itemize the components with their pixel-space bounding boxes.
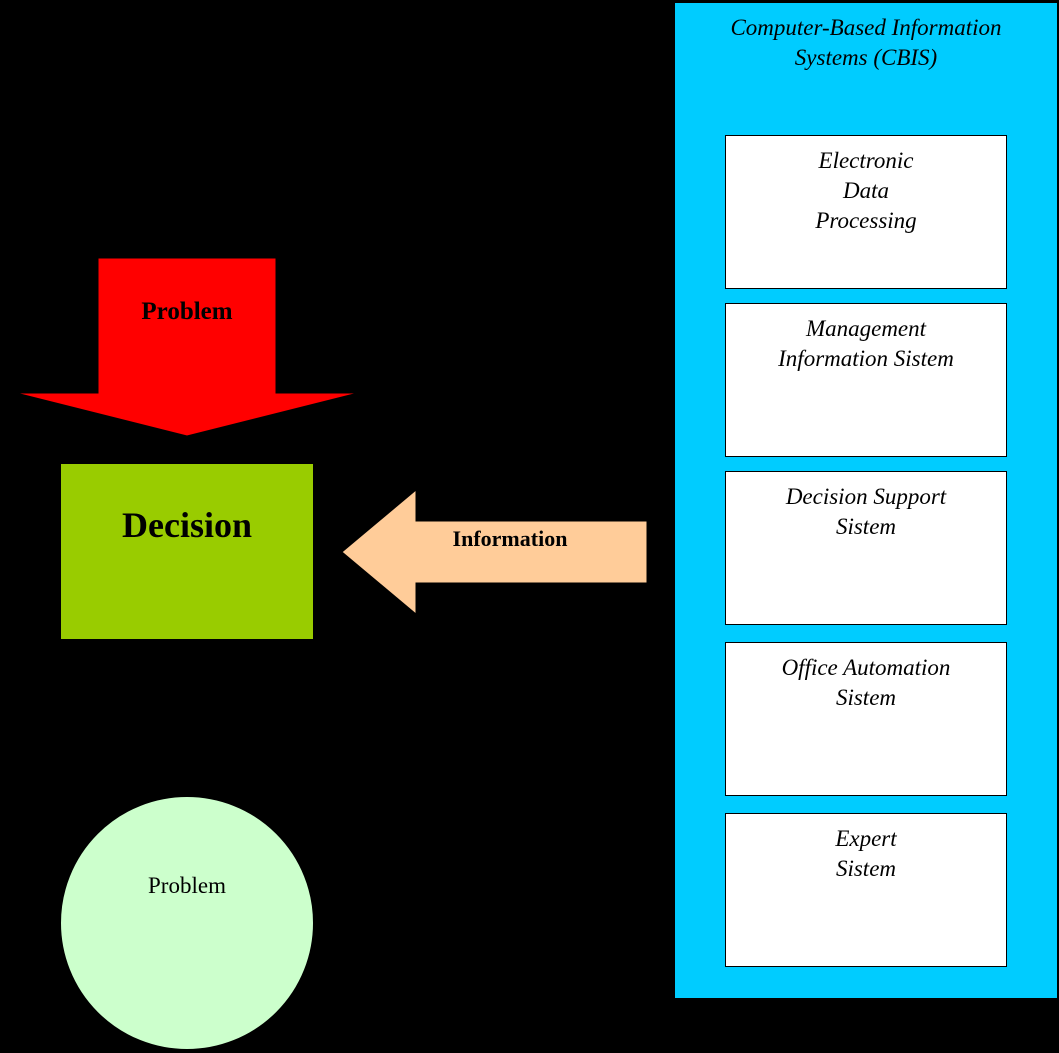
system-label-line: Management — [805, 316, 927, 341]
system-label-line: Sistem — [835, 685, 897, 710]
system-label: Office Automation Sistem — [726, 653, 1006, 713]
system-label: Decision Support Sistem — [726, 482, 1006, 542]
problem-circle: Problem — [60, 796, 314, 1050]
cbis-panel: Computer-Based Information Systems (CBIS… — [674, 2, 1058, 999]
system-label-line: Office Automation — [781, 655, 951, 680]
system-label-line: Sistem — [835, 514, 897, 539]
system-box-decision-support-sistem: Decision Support Sistem — [725, 471, 1007, 625]
cbis-title-line: Computer-Based Information — [730, 15, 1002, 40]
system-box-expert-sistem: Expert Sistem — [725, 813, 1007, 967]
system-box-electronic-data-processing: Electronic Data Processing — [725, 135, 1007, 289]
system-label-line: Data — [843, 178, 889, 203]
cbis-title: Computer-Based Information Systems (CBIS… — [675, 13, 1057, 73]
system-box-office-automation-sistem: Office Automation Sistem — [725, 642, 1007, 796]
system-label-line: Expert — [835, 826, 897, 851]
decision-label: Decision — [122, 505, 252, 545]
system-label-line: Processing — [815, 208, 917, 233]
information-arrow-label: Information — [452, 526, 568, 551]
system-label: Electronic Data Processing — [726, 146, 1006, 236]
decision-box: Decision — [60, 463, 314, 640]
system-box-management-information-sistem: Management Information Sistem — [725, 303, 1007, 457]
cbis-title-line: Systems (CBIS) — [794, 45, 938, 70]
problem-circle-label: Problem — [148, 873, 226, 898]
problem-arrow — [15, 257, 359, 437]
system-label-line: Information Sistem — [778, 346, 954, 371]
system-label-line: Decision Support — [785, 484, 947, 509]
information-arrow — [341, 488, 648, 616]
system-label-line: Sistem — [835, 856, 897, 881]
system-label-line: Electronic — [818, 148, 914, 173]
system-label: Expert Sistem — [726, 824, 1006, 884]
system-label: Management Information Sistem — [726, 314, 1006, 374]
problem-arrow-label: Problem — [141, 298, 233, 325]
